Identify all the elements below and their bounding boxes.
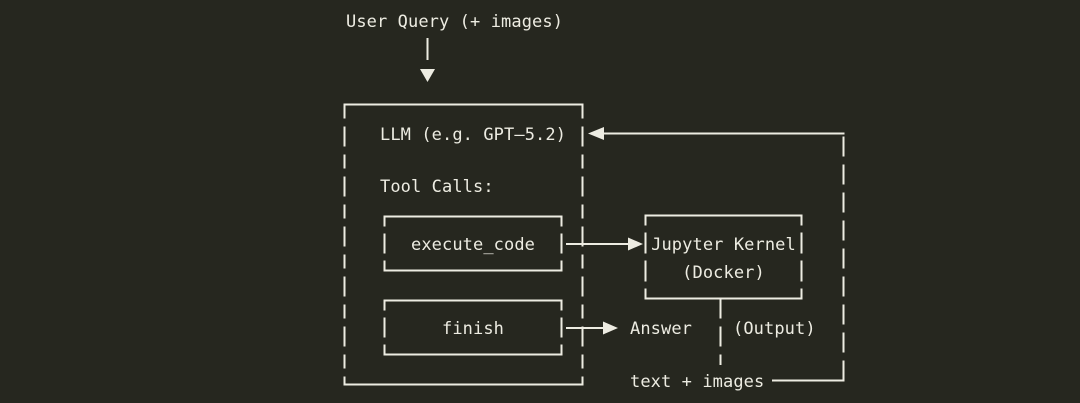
arrow-down-icon	[420, 69, 435, 82]
arrow-right-icon	[628, 237, 643, 251]
kernel-runtime-label: (Docker)	[682, 263, 765, 283]
answer-label: Answer	[630, 319, 692, 339]
output-label: (Output)	[733, 319, 816, 339]
tool-calls-label: Tool Calls:	[380, 177, 494, 197]
execute-code-box: execute_code	[383, 215, 563, 272]
finish-box: finish	[383, 299, 563, 356]
finish-label: finish	[442, 319, 504, 339]
llm-title: LLM (e.g. GPT–5.2)	[380, 125, 566, 145]
arrow-right-icon	[603, 321, 618, 335]
user-query-label: User Query (+ images)	[346, 12, 563, 32]
execute-code-label: execute_code	[411, 235, 535, 255]
finish-to-answer-arrow	[566, 321, 618, 335]
arrow-left-icon	[588, 127, 604, 140]
jupyter-kernel-box: Jupyter Kernel (Docker)	[644, 214, 803, 300]
feedback-label: text + images	[630, 372, 764, 392]
kernel-name-label: Jupyter Kernel	[651, 235, 796, 255]
execute-to-kernel-arrow	[566, 237, 643, 251]
llm-box: LLM (e.g. GPT–5.2) Tool Calls: execute_c…	[343, 103, 584, 386]
feedback-loop: text + images	[588, 127, 845, 392]
